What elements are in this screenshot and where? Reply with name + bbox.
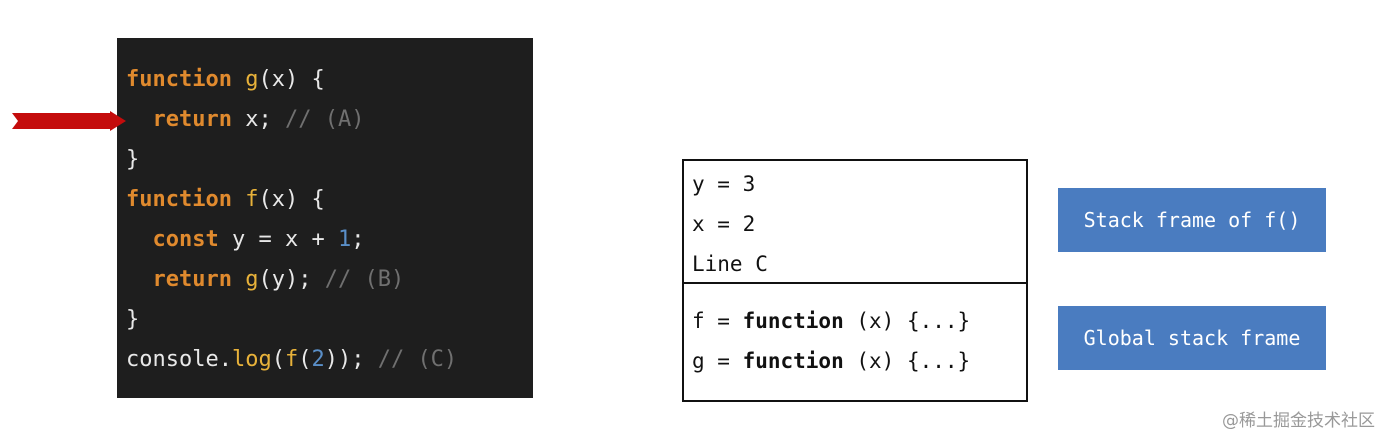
code-token: // (A) — [284, 107, 365, 132]
code-line: return g(y); // (B) — [126, 266, 405, 294]
code-token: ( — [298, 347, 312, 372]
code-line: return x; // (A) — [126, 106, 365, 134]
code-line: function f(x) { — [126, 186, 325, 214]
code-token — [126, 107, 153, 132]
code-token — [232, 267, 245, 292]
label-global-stack-frame: Global stack frame — [1058, 306, 1326, 370]
entry-kw: function — [742, 309, 844, 333]
code-token — [126, 267, 153, 292]
code-token: function — [126, 67, 246, 92]
code-token: // (B) — [324, 267, 405, 292]
current-line-arrow-icon — [12, 111, 126, 131]
code-token — [126, 227, 153, 252]
code-line: } — [126, 306, 139, 334]
entry-name: g = — [692, 349, 743, 373]
code-token: 1 — [337, 227, 352, 252]
code-token: g — [245, 267, 259, 292]
code-token: g — [245, 67, 259, 92]
code-token: (y); — [258, 267, 325, 292]
code-token: 2 — [311, 347, 325, 372]
label-stack-frame-f: Stack frame of f() — [1058, 188, 1326, 252]
frame-divider — [684, 282, 1026, 284]
code-token: f — [284, 347, 299, 372]
code-line: const y = x + 1; — [126, 226, 365, 254]
code-token: x; — [231, 107, 285, 132]
code-token: return — [152, 267, 232, 292]
code-token: console. — [126, 347, 232, 372]
code-line: } — [126, 146, 139, 174]
code-token: (x) { — [258, 67, 325, 92]
frame-f-entry: x = 2 — [692, 212, 756, 236]
entry-name: f = — [692, 309, 743, 333]
code-token: // (C) — [377, 347, 458, 372]
global-frame-entry: g = function (x) {...} — [692, 348, 970, 374]
code-token: )); — [324, 347, 378, 372]
frame-f-entry: Line C — [692, 252, 768, 276]
code-token: ( — [271, 347, 285, 372]
watermark: @稀土掘金技术社区 — [1222, 411, 1375, 431]
frame-f-entry: y = 3 — [692, 172, 756, 196]
entry-rest: (x) {...} — [843, 349, 971, 373]
code-token: (x) { — [258, 187, 325, 212]
code-line: console.log(f(2)); // (C) — [126, 346, 457, 374]
global-frame-entry: f = function (x) {...} — [692, 308, 970, 334]
code-token: const — [152, 227, 219, 252]
code-token: ; — [351, 227, 365, 252]
code-panel: function g(x) { return x; // (A)}functio… — [117, 38, 533, 398]
code-token: f — [245, 187, 259, 212]
code-token: log — [231, 347, 272, 372]
code-token: return — [152, 107, 232, 132]
entry-rest: (x) {...} — [843, 309, 971, 333]
code-token: y = x + — [218, 227, 338, 252]
code-token: function — [126, 187, 246, 212]
code-token: } — [126, 147, 140, 172]
code-token: } — [126, 307, 140, 332]
entry-kw: function — [742, 349, 844, 373]
code-line: function g(x) { — [126, 66, 325, 94]
